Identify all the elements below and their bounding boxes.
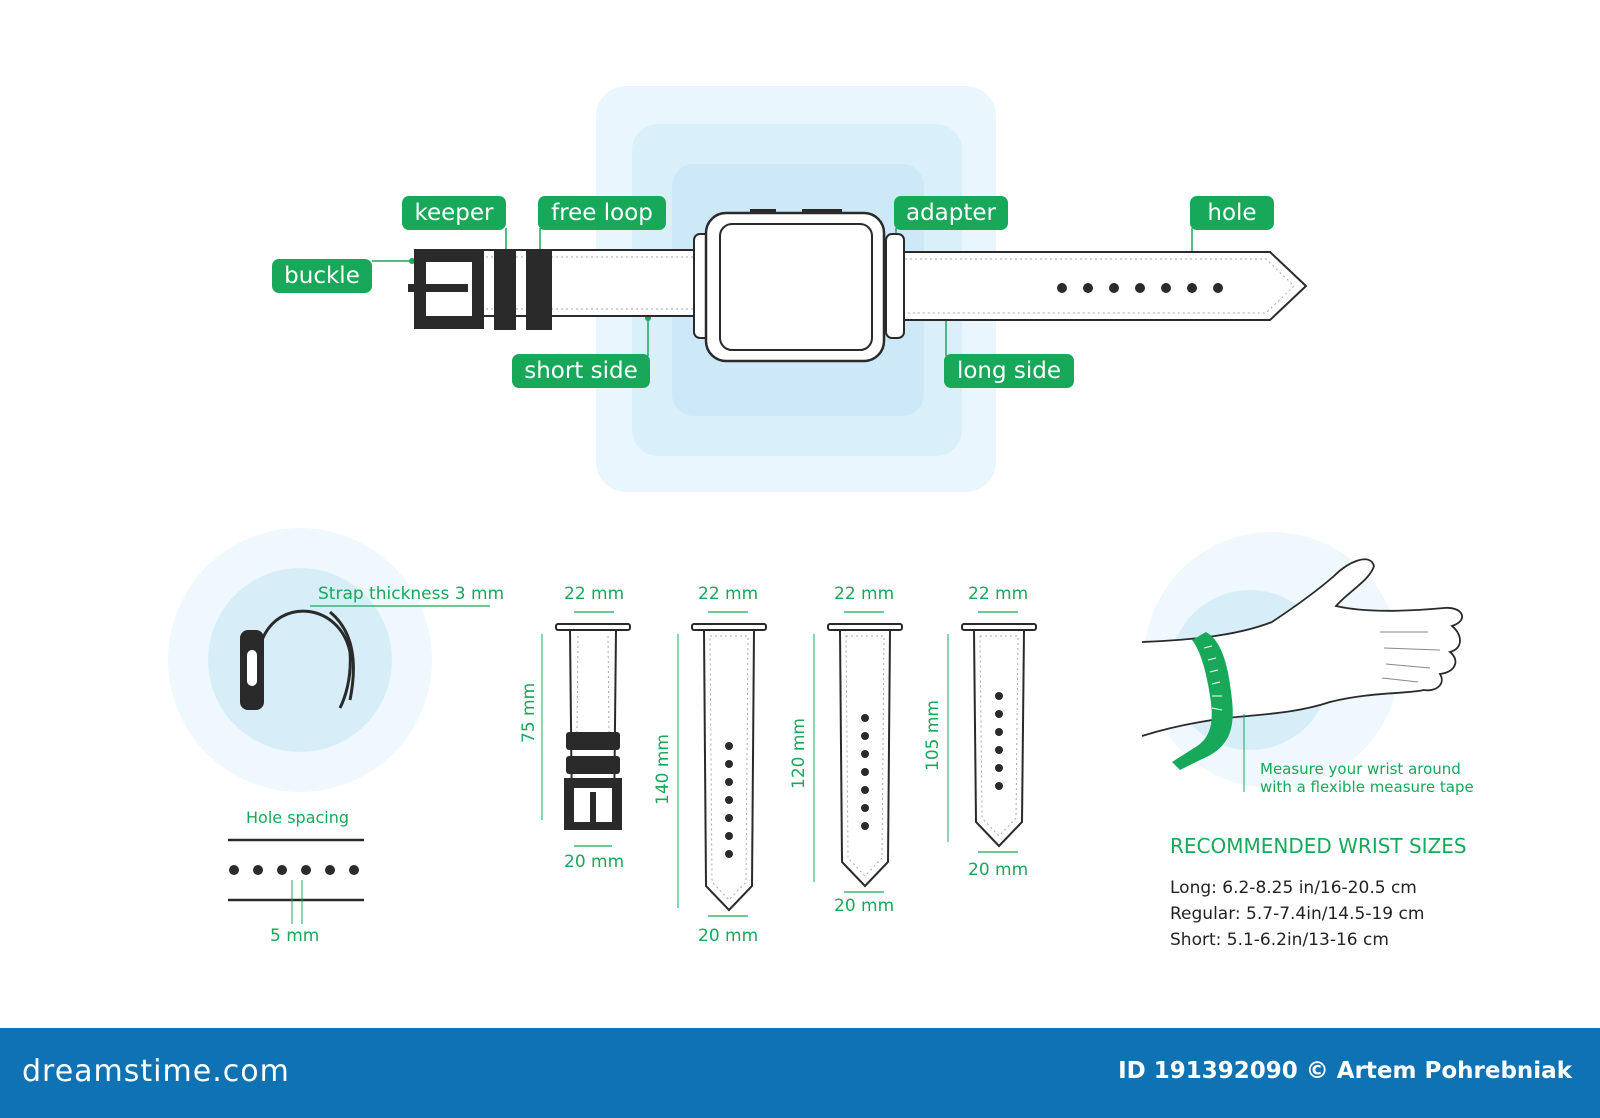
strap-3-bottom: 20 mm xyxy=(834,896,895,916)
label-short-side: short side xyxy=(512,354,650,388)
image-credit: ID 191392090 © Artem Pohrebniak xyxy=(1118,1058,1572,1084)
strap-2-length: 140 mm xyxy=(653,734,673,805)
hole-spacing-title: Hole spacing xyxy=(246,808,350,827)
strap-140mm xyxy=(677,611,767,917)
wrist-size-regular: Regular: 5.7-7.4in/14.5-19 cm xyxy=(1170,904,1425,924)
brand-logo-text: dreamstime.com xyxy=(22,1054,290,1089)
strap-4-top: 22 mm xyxy=(968,584,1029,604)
measure-note-line-1: Measure your wrist around xyxy=(1260,760,1461,778)
strap-1-top: 22 mm xyxy=(564,584,625,604)
strap-1-bottom: 20 mm xyxy=(564,852,625,872)
label-hole: hole xyxy=(1190,196,1274,230)
strap-105mm xyxy=(947,611,1037,853)
watch-lug-right xyxy=(885,233,905,339)
label-adapter: adapter xyxy=(894,196,1008,230)
strap-75mm xyxy=(541,611,631,847)
label-long-side: long side xyxy=(944,354,1074,388)
long-strap xyxy=(895,251,1308,321)
strap-3-length: 120 mm xyxy=(789,718,809,789)
keeper-band xyxy=(494,250,516,330)
strap-2-bottom: 20 mm xyxy=(698,926,759,946)
strap-3-top: 22 mm xyxy=(834,584,895,604)
strap-1-length: 75 mm xyxy=(519,682,539,743)
strap-120mm xyxy=(813,611,903,893)
watch-screen xyxy=(719,223,873,351)
footer-bar: dreamstime.com ID 191392090 © Artem Pohr… xyxy=(0,1028,1600,1118)
label-free-loop: free loop xyxy=(538,196,666,230)
wrist-size-short: Short: 5.1-6.2in/13-16 cm xyxy=(1170,930,1389,950)
watch-strap-illustration xyxy=(168,86,1464,924)
strap-holes xyxy=(1057,283,1223,293)
strap-4-length: 105 mm xyxy=(923,700,943,771)
measure-tape xyxy=(1172,632,1233,770)
label-keeper: keeper xyxy=(402,196,506,230)
measure-note-line-2: with a flexible measure tape xyxy=(1260,778,1474,796)
wrist-sizes-title: RECOMMENDED WRIST SIZES xyxy=(1170,834,1467,858)
strap-thickness-label: Strap thickness 3 mm xyxy=(318,584,505,604)
wrist-size-long: Long: 6.2-8.25 in/16-20.5 cm xyxy=(1170,878,1417,898)
free-loop-band xyxy=(526,250,552,330)
strap-side-view xyxy=(260,609,352,709)
hole-spacing-value: 5 mm xyxy=(270,926,320,946)
strap-2-top: 22 mm xyxy=(698,584,759,604)
strap-4-bottom: 20 mm xyxy=(968,860,1029,880)
label-buckle: buckle xyxy=(272,259,372,293)
